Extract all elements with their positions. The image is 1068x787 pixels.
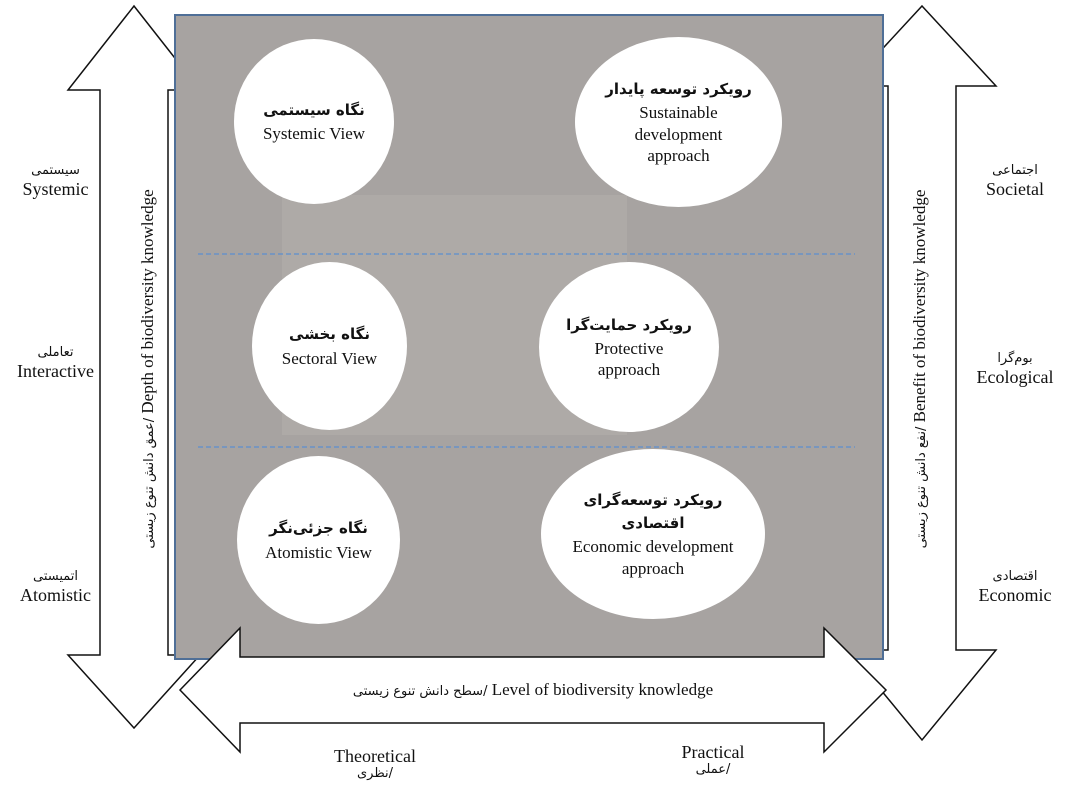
- sustainable-approach-fa: رویکرد توسعه پایدار: [605, 79, 752, 98]
- right-level-societal: اجتماعی Societal: [965, 163, 1065, 200]
- bottom-end-theoretical-fa: نظری/: [356, 765, 394, 781]
- sustainable-approach-en: Sustainable development approach: [634, 103, 723, 165]
- bottom-end-practical-en: Practical: [681, 742, 745, 762]
- right-axis-title: نفع دانش تنوع زیستی/ Benefit of biodiver…: [910, 139, 934, 599]
- left-level-atomistic-fa: اتمیستی: [32, 569, 79, 584]
- bottom-end-practical: Practical عملی/: [658, 742, 768, 778]
- left-axis-title-en: Depth of biodiversity knowledge: [138, 189, 157, 414]
- right-level-societal-en: Societal: [986, 178, 1044, 199]
- right-level-ecological-en: Ecological: [976, 366, 1054, 387]
- bottom-axis-title-en: Level of biodiversity knowledge: [491, 680, 714, 699]
- bubble-protective-approach: رویکرد حمایت‌گرا Protective approach: [539, 262, 719, 432]
- right-axis-title-en: Benefit of biodiversity knowledge: [910, 189, 929, 423]
- left-level-systemic-en: Systemic: [22, 178, 89, 199]
- bottom-axis-title: سطح دانش تنوع زیستی/ Level of biodiversi…: [250, 680, 816, 700]
- systemic-view-en: Systemic View: [262, 124, 366, 144]
- right-level-societal-fa: اجتماعی: [992, 163, 1038, 178]
- protective-approach-fa: رویکرد حمایت‌گرا: [566, 315, 692, 334]
- left-level-interactive-fa: تعاملی: [37, 345, 74, 360]
- left-axis-title-fa: عمق دانش تنوع زیستی/: [142, 417, 157, 549]
- protective-approach-en: Protective approach: [594, 339, 664, 380]
- right-level-ecological: بوم‌گرا Ecological: [965, 351, 1065, 388]
- bottom-end-practical-fa: عملی/: [695, 761, 731, 777]
- bubble-atomistic-view: نگاه جزئی‌نگر Atomistic View: [237, 456, 400, 624]
- left-level-atomistic-en: Atomistic: [20, 584, 91, 605]
- atomistic-view-en: Atomistic View: [265, 542, 372, 562]
- right-level-economic: اقتصادی Economic: [965, 569, 1065, 606]
- right-axis-title-fa: نفع دانش تنوع زیستی/: [914, 426, 929, 549]
- bottom-axis-arrow: [178, 626, 888, 754]
- sectoral-view-fa: نگاه بخشی: [289, 325, 370, 344]
- systemic-view-fa: نگاه سیستمی: [263, 100, 365, 119]
- left-level-systemic-fa: سیستمی: [31, 163, 80, 178]
- left-level-interactive: تعاملی Interactive: [8, 345, 103, 382]
- bubble-systemic-view: نگاه سیستمی Systemic View: [234, 39, 394, 204]
- right-level-economic-fa: اقتصادی: [992, 569, 1038, 584]
- bottom-end-theoretical: Theoretical نظری/: [320, 746, 430, 782]
- sectoral-view-en: Sectoral View: [281, 348, 378, 368]
- right-level-ecological-fa: بوم‌گرا: [997, 351, 1033, 366]
- atomistic-view-fa: نگاه جزئی‌نگر: [269, 519, 368, 538]
- right-level-economic-en: Economic: [978, 584, 1052, 605]
- bubble-sustainable-approach: رویکرد توسعه پایدار Sustainable developm…: [575, 37, 782, 207]
- bottom-end-theoretical-en: Theoretical: [334, 746, 416, 766]
- left-axis-title: عمق دانش تنوع زیستی/ Depth of biodiversi…: [138, 139, 162, 599]
- economic-approach-en: Economic development approach: [572, 537, 734, 578]
- left-level-systemic: سیستمی Systemic: [8, 163, 103, 200]
- left-level-atomistic: اتمیستی Atomistic: [8, 569, 103, 606]
- bubble-economic-approach: رویکرد توسعه‌گرای اقتصادی Economic devel…: [541, 449, 765, 619]
- left-level-interactive-en: Interactive: [17, 360, 94, 381]
- bubble-sectoral-view: نگاه بخشی Sectoral View: [252, 262, 407, 430]
- economic-approach-fa: رویکرد توسعه‌گرای اقتصادی: [583, 491, 723, 532]
- bottom-axis-title-fa: سطح دانش تنوع زیستی/: [352, 684, 488, 699]
